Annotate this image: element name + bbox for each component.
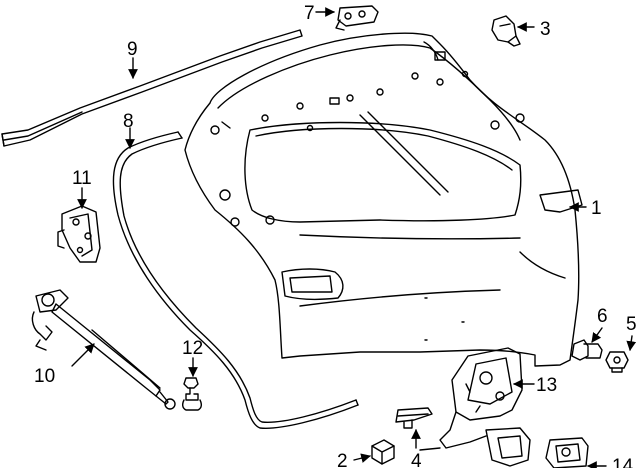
gas-strut (31, 289, 176, 410)
striker (545, 437, 589, 468)
bumper-stud (605, 351, 629, 373)
ball-stud (181, 377, 203, 411)
callout-12: 12 (182, 338, 203, 359)
callout-5: 5 (626, 314, 637, 335)
callout-labels: 1 2 3 4 5 6 7 8 9 10 11 12 13 14 (34, 3, 637, 468)
callout-14: 14 (612, 456, 634, 468)
liftgate-panel (184, 32, 583, 367)
callout-13: 13 (536, 375, 557, 396)
leader-lines (71, 7, 637, 468)
callout-1: 1 (591, 198, 602, 219)
weatherstrip-molding (1, 29, 303, 147)
callout-9: 9 (127, 39, 138, 60)
latch (419, 347, 531, 467)
callout-4: 4 (411, 451, 422, 468)
hinge (57, 205, 101, 263)
callout-7: 7 (304, 3, 315, 24)
grommet (491, 15, 521, 47)
callout-3: 3 (540, 19, 551, 40)
bracket (395, 407, 433, 429)
callout-6: 6 (597, 306, 608, 327)
liftgate-seal (112, 131, 359, 429)
callout-11: 11 (72, 168, 92, 189)
callout-2: 2 (337, 451, 348, 468)
latch-switch (335, 5, 379, 31)
callout-10: 10 (34, 366, 55, 387)
bumper (571, 339, 603, 361)
callout-8: 8 (123, 111, 134, 132)
bushing (371, 439, 395, 465)
